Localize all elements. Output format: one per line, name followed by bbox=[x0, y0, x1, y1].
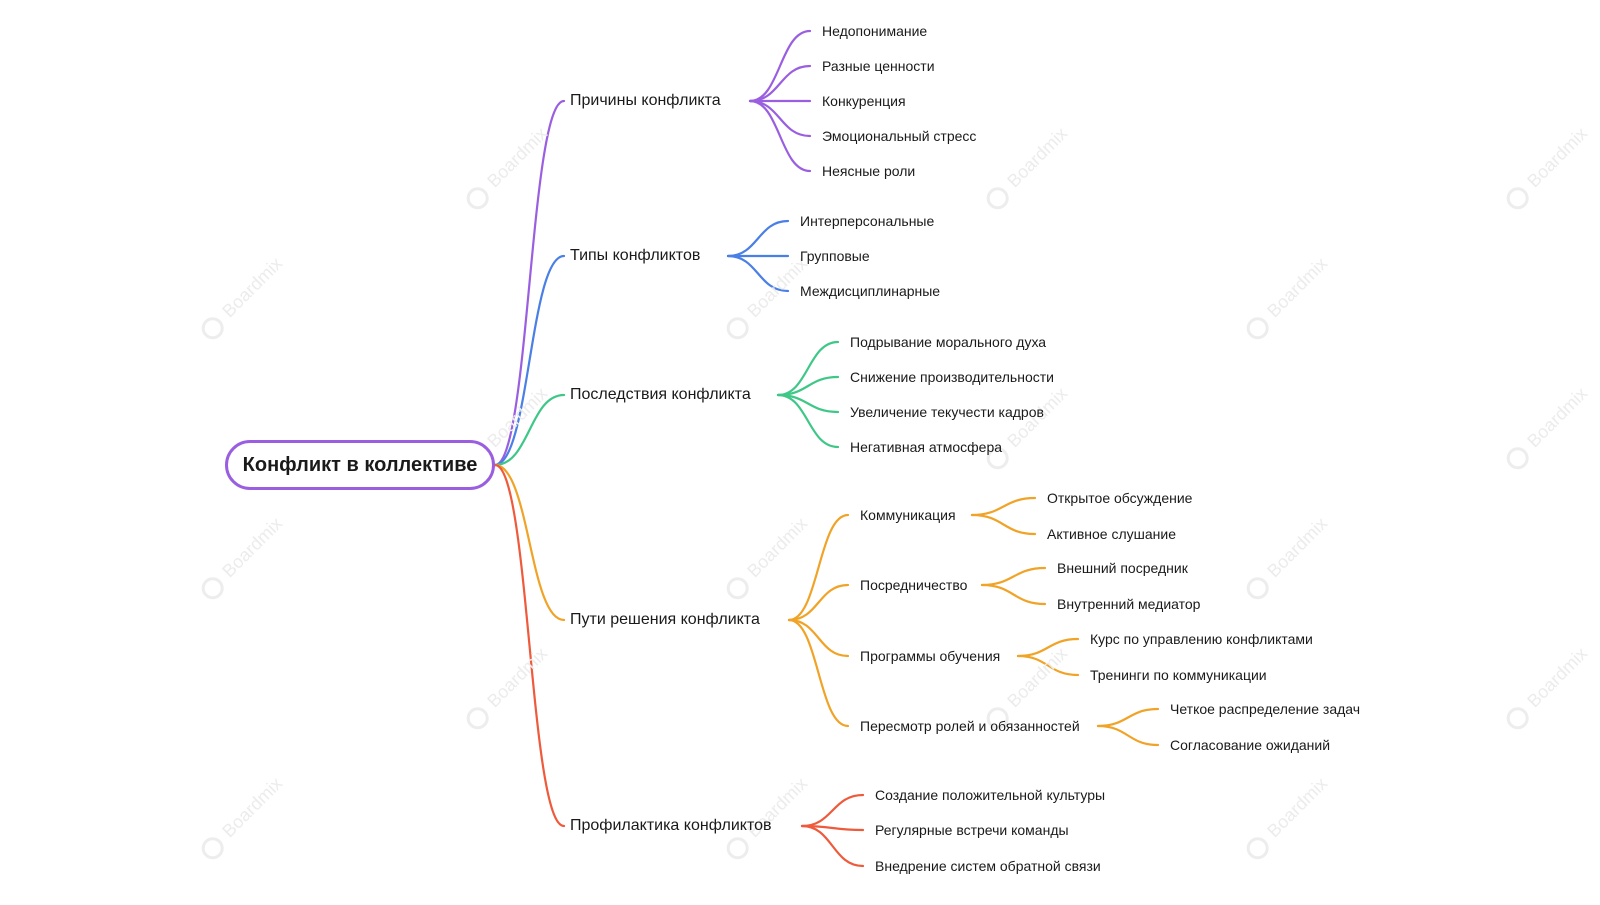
subtopic-node[interactable]: Подрывание морального духа bbox=[850, 334, 1047, 350]
connector bbox=[787, 583, 850, 622]
connector bbox=[800, 824, 865, 868]
connector bbox=[726, 254, 790, 293]
connector bbox=[493, 254, 566, 467]
subtopic-node[interactable]: Интерперсональные bbox=[800, 213, 935, 229]
subtopic-node[interactable]: Эмоциональный стресс bbox=[822, 128, 977, 144]
branch-node[interactable]: Пути решения конфликта bbox=[570, 611, 760, 628]
leaf-node[interactable]: Внешний посредник bbox=[1057, 560, 1188, 576]
connector bbox=[1016, 654, 1080, 677]
connector bbox=[980, 566, 1047, 587]
subtopic-node[interactable]: Негативная атмосфера bbox=[850, 439, 1003, 455]
connector bbox=[1096, 707, 1160, 728]
subtopic-node[interactable]: Создание положительной культуры bbox=[875, 787, 1106, 803]
connector bbox=[493, 99, 566, 467]
leaf-node[interactable]: Согласование ожиданий bbox=[1170, 737, 1331, 753]
subtopic-node[interactable]: Снижение производительности bbox=[850, 369, 1054, 385]
subtopic-node[interactable]: Внедрение систем обратной связи bbox=[875, 858, 1101, 874]
connector bbox=[726, 219, 790, 258]
connector bbox=[748, 99, 812, 138]
connector bbox=[787, 618, 850, 658]
connector bbox=[493, 463, 566, 622]
subtopic-node[interactable]: Программы обучения bbox=[860, 648, 1001, 664]
root-node[interactable]: Конфликт в коллективе bbox=[225, 440, 495, 490]
branch-node[interactable]: Причины конфликта bbox=[570, 92, 721, 109]
subtopic-node[interactable]: Увеличение текучести кадров bbox=[850, 404, 1044, 420]
subtopic-node[interactable]: Посредничество bbox=[860, 577, 968, 593]
connector bbox=[748, 29, 812, 103]
connector bbox=[748, 99, 812, 173]
connector bbox=[776, 340, 840, 397]
branch-node[interactable]: Последствия конфликта bbox=[570, 386, 751, 403]
connector bbox=[776, 393, 840, 449]
branch-node[interactable]: Профилактика конфликтов bbox=[570, 817, 772, 834]
subtopic-node[interactable]: Неясные роли bbox=[822, 163, 916, 179]
leaf-node[interactable]: Курс по управлению конфликтами bbox=[1090, 631, 1313, 647]
connector bbox=[748, 64, 812, 103]
connector bbox=[787, 618, 850, 728]
subtopic-node[interactable]: Пересмотр ролей и обязанностей bbox=[860, 718, 1080, 734]
subtopic-node[interactable]: Междисциплинарные bbox=[800, 283, 941, 299]
connector bbox=[800, 793, 865, 828]
root-label: Конфликт в коллективе bbox=[242, 453, 478, 476]
subtopic-node[interactable]: Разные ценности bbox=[822, 58, 935, 74]
leaf-node[interactable]: Тренинги по коммуникации bbox=[1090, 667, 1267, 683]
connector bbox=[493, 393, 566, 467]
subtopic-node[interactable]: Конкуренция bbox=[822, 93, 906, 109]
leaf-node[interactable]: Открытое обсуждение bbox=[1047, 490, 1193, 506]
connector bbox=[787, 513, 850, 622]
connector bbox=[1016, 637, 1080, 658]
leaf-node[interactable]: Внутренний медиатор bbox=[1057, 596, 1201, 612]
subtopic-node[interactable]: Групповые bbox=[800, 248, 870, 264]
branch-node[interactable]: Типы конфликтов bbox=[570, 247, 701, 264]
connector bbox=[980, 583, 1047, 606]
leaf-node[interactable]: Активное слушание bbox=[1047, 526, 1177, 542]
connector bbox=[970, 513, 1037, 536]
connector bbox=[493, 463, 566, 828]
leaf-node[interactable]: Четкое распределение задач bbox=[1170, 701, 1361, 717]
connector bbox=[970, 496, 1037, 517]
connector bbox=[1096, 724, 1160, 747]
subtopic-node[interactable]: Регулярные встречи команды bbox=[875, 822, 1069, 838]
subtopic-node[interactable]: Коммуникация bbox=[860, 507, 956, 523]
subtopic-node[interactable]: Недопонимание bbox=[822, 23, 928, 39]
